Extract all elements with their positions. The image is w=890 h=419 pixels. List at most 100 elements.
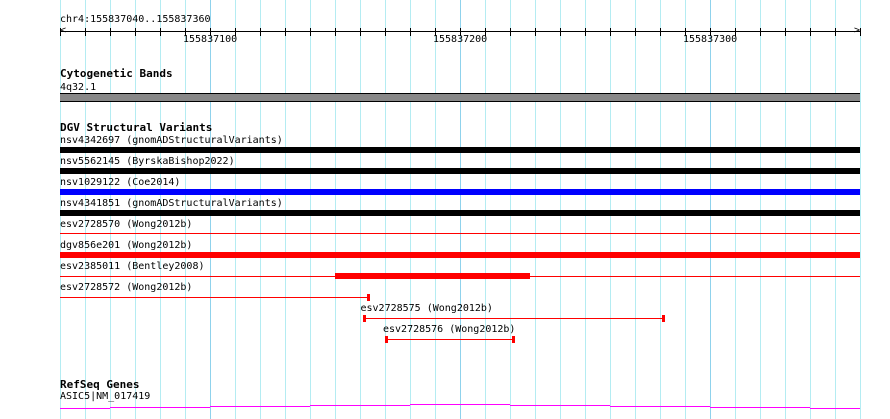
grid-line [835,0,836,419]
variant-line[interactable] [385,339,515,340]
variant-end-cap [367,294,370,301]
track-title-cytoband: Cytogenetic Bands [60,67,173,80]
ruler-tick [410,28,411,36]
variant-line[interactable] [362,318,665,319]
ruler-tick [135,28,136,36]
grid-line [585,0,586,419]
variant-bar[interactable] [60,189,860,195]
variant-label[interactable]: esv2728572 (Wong2012b) [60,282,193,293]
ruler-tick [260,28,261,36]
ruler-tick [160,28,161,36]
ruler-tick [535,28,536,36]
variant-label[interactable]: esv2728575 (Wong2012b) [360,303,493,314]
grid-line [310,0,311,419]
ruler-tick [85,28,86,36]
gene-segment[interactable] [810,408,860,409]
variant-label[interactable]: dgv856e201 (Wong2012b) [60,240,193,251]
grid-line [710,0,711,419]
ruler-tick-label: 155837200 [433,34,488,45]
variant-bar[interactable] [60,210,860,216]
ruler-tick [735,28,736,36]
grid-line [210,0,211,419]
cytoband-label: 4q32.1 [60,82,97,93]
grid-line [535,0,536,419]
grid-line [410,0,411,419]
gene-label: ASIC5|NM_017419 [60,391,151,402]
variant-end-cap [512,336,515,343]
grid-line [610,0,611,419]
ruler-tick [360,28,361,36]
grid-line [460,0,461,419]
ruler-tick-label: 155837100 [183,34,238,45]
variant-bar[interactable] [60,252,860,258]
ruler-tick [560,28,561,36]
variant-bar[interactable] [60,147,860,153]
ruler-tick [635,28,636,36]
grid-line [335,0,336,419]
grid-line [685,0,686,419]
grid-line [785,0,786,419]
right-arrow-icon: > [854,25,861,36]
gene-segment[interactable] [310,405,410,406]
left-arrow-icon: < [60,25,67,36]
gene-segment[interactable] [710,407,810,408]
ruler-tick [435,28,436,36]
gene-segment[interactable] [610,406,710,407]
grid-line [860,0,861,419]
grid-line [385,0,386,419]
grid-line [360,0,361,419]
variant-label[interactable]: nsv5562145 (ByrskaBishop2022) [60,156,235,167]
grid-line [185,0,186,419]
grid-line [135,0,136,419]
ruler-tick-label: 155837300 [683,34,738,45]
variant-start-cap [385,336,388,343]
variant-line[interactable] [60,297,370,298]
ruler-tick [310,28,311,36]
variant-core-bar[interactable] [335,273,530,279]
grid-line [235,0,236,419]
variant-bar[interactable] [60,168,860,174]
variant-line[interactable] [60,233,860,234]
ruler-tick [235,28,236,36]
grid-line [660,0,661,419]
ruler-tick [460,28,461,36]
ruler-tick [785,28,786,36]
variant-label[interactable]: esv2728570 (Wong2012b) [60,219,193,230]
grid-line [485,0,486,419]
gene-segment[interactable] [510,405,610,406]
variant-label[interactable]: esv2385011 (Bentley2008) [60,261,205,272]
gene-segment[interactable] [60,408,110,409]
ruler-tick [660,28,661,36]
variant-label[interactable]: nsv1029122 (Coe2014) [60,177,181,188]
ruler-tick [510,28,511,36]
ruler-tick [60,28,61,36]
gene-segment[interactable] [410,404,510,405]
gene-segment[interactable] [110,407,210,408]
grid-line [810,0,811,419]
track-title-dgv: DGV Structural Variants [60,121,213,134]
grid-line [760,0,761,419]
track-title-refseq: RefSeq Genes [60,378,140,391]
ruler-tick [335,28,336,36]
grid-line [735,0,736,419]
grid-line [60,0,61,419]
variant-label[interactable]: nsv4341851 (gnomADStructuralVariants) [60,198,283,209]
ruler-tick [285,28,286,36]
region-label: chr4:155837040..155837360 [60,14,211,25]
variant-label[interactable]: nsv4342697 (gnomADStructuralVariants) [60,135,283,146]
ruler-tick [760,28,761,36]
ruler-tick [685,28,686,36]
variant-label[interactable]: esv2728576 (Wong2012b) [383,324,516,335]
grid-line [560,0,561,419]
grid-line [110,0,111,419]
ruler-tick [585,28,586,36]
ruler-tick [185,28,186,36]
grid-line [510,0,511,419]
gene-segment[interactable] [210,406,310,407]
ruler-tick [710,28,711,36]
grid-line [260,0,261,419]
ruler-tick [835,28,836,36]
cytoband-bar[interactable] [60,93,860,102]
grid-line [285,0,286,419]
ruler-tick [810,28,811,36]
